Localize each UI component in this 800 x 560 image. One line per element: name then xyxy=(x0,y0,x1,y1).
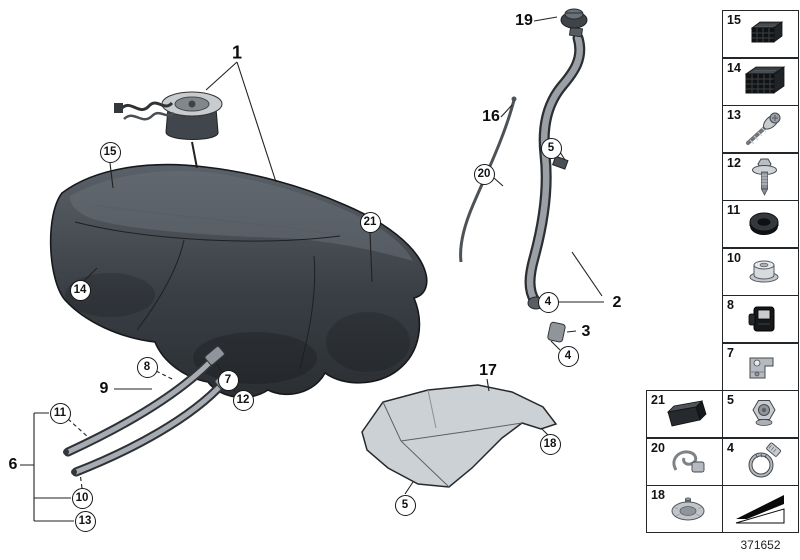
hose-clamp-icon xyxy=(748,442,782,478)
bolt-icon xyxy=(752,158,777,196)
callout-11[interactable]: 11 xyxy=(49,402,71,424)
callout-14[interactable]: 14 xyxy=(69,279,91,301)
legend-cell-14[interactable]: 14 xyxy=(722,58,799,106)
bracket-icon xyxy=(749,357,774,379)
holder-clip-icon xyxy=(672,450,705,473)
legend-number: 13 xyxy=(727,108,741,122)
legend-cell-15[interactable]: 15 xyxy=(722,10,799,58)
fuel-tank xyxy=(49,163,428,399)
legend-cell-21[interactable]: 21 xyxy=(646,390,723,438)
callout-13[interactable]: 13 xyxy=(74,510,96,532)
fuel-pump-assembly xyxy=(114,91,223,169)
legend-cell-direction[interactable] xyxy=(722,485,799,533)
legend-number: 20 xyxy=(651,441,665,455)
legend-cell-7[interactable]: 7 xyxy=(722,343,799,391)
label-6[interactable]: 6 xyxy=(8,456,18,473)
callout-4-upper[interactable]: 4 xyxy=(537,291,559,313)
callout-4-lower[interactable]: 4 xyxy=(557,345,579,367)
callout-5-pipe[interactable]: 5 xyxy=(540,137,562,159)
foam-pad-icon xyxy=(666,400,707,427)
callout-5-shield[interactable]: 5 xyxy=(394,494,416,516)
legend-number: 4 xyxy=(727,441,734,455)
legend-cell-18[interactable]: 18 xyxy=(646,485,723,533)
callout-10[interactable]: 10 xyxy=(71,487,93,509)
callout-20[interactable]: 20 xyxy=(473,163,495,185)
callout-18[interactable]: 18 xyxy=(539,433,561,455)
legend-number: 11 xyxy=(727,203,741,217)
leader-lines xyxy=(20,16,604,522)
nut-icon xyxy=(752,400,776,426)
legend-cell-20[interactable]: 20 xyxy=(646,438,723,486)
legend-cell-5[interactable]: 5 xyxy=(722,390,799,438)
legend-number: 15 xyxy=(727,13,741,27)
clip-icon xyxy=(748,306,775,332)
legend-number: 21 xyxy=(651,393,665,407)
legend-number: 8 xyxy=(727,298,734,312)
callout-7[interactable]: 7 xyxy=(217,369,239,391)
rubber-pad-small-icon xyxy=(750,21,784,43)
callout-8[interactable]: 8 xyxy=(136,356,158,378)
callout-21[interactable]: 21 xyxy=(359,211,381,233)
vent-pipe xyxy=(459,96,517,263)
label-3[interactable]: 3 xyxy=(581,323,591,340)
tank-straps xyxy=(63,345,235,477)
legend-number: 18 xyxy=(651,488,665,502)
legend-cell-13[interactable]: 13 xyxy=(722,105,799,153)
legend-cell-4[interactable]: 4 xyxy=(722,438,799,486)
legend-cell-10[interactable]: 10 xyxy=(722,248,799,296)
legend-number: 7 xyxy=(727,346,734,360)
label-1[interactable]: 1 xyxy=(231,42,243,63)
cap-icon xyxy=(749,260,779,283)
screw-washer-icon xyxy=(746,112,781,145)
washer-plate-icon xyxy=(671,497,705,521)
legend-number: 12 xyxy=(727,156,741,170)
legend-number: 5 xyxy=(727,393,734,407)
legend-cell-8[interactable]: 8 xyxy=(722,295,799,343)
direction-wedge-icon xyxy=(735,495,785,524)
diagram-number: 371652 xyxy=(740,538,781,552)
legend-number: 14 xyxy=(727,61,741,75)
callout-15[interactable]: 15 xyxy=(99,141,121,163)
heat-shield xyxy=(361,384,558,488)
filler-cap xyxy=(560,8,588,29)
label-9[interactable]: 9 xyxy=(99,380,109,397)
label-2[interactable]: 2 xyxy=(612,294,622,311)
label-17[interactable]: 17 xyxy=(479,362,497,379)
label-19[interactable]: 19 xyxy=(515,12,533,29)
legend-cell-12[interactable]: 12 xyxy=(722,153,799,201)
callout-12[interactable]: 12 xyxy=(232,389,254,411)
label-16[interactable]: 16 xyxy=(482,108,500,125)
grommet-icon xyxy=(749,212,779,235)
legend-number: 10 xyxy=(727,251,741,265)
rubber-pad-large-icon xyxy=(744,66,786,94)
legend-cell-11[interactable]: 11 xyxy=(722,200,799,248)
